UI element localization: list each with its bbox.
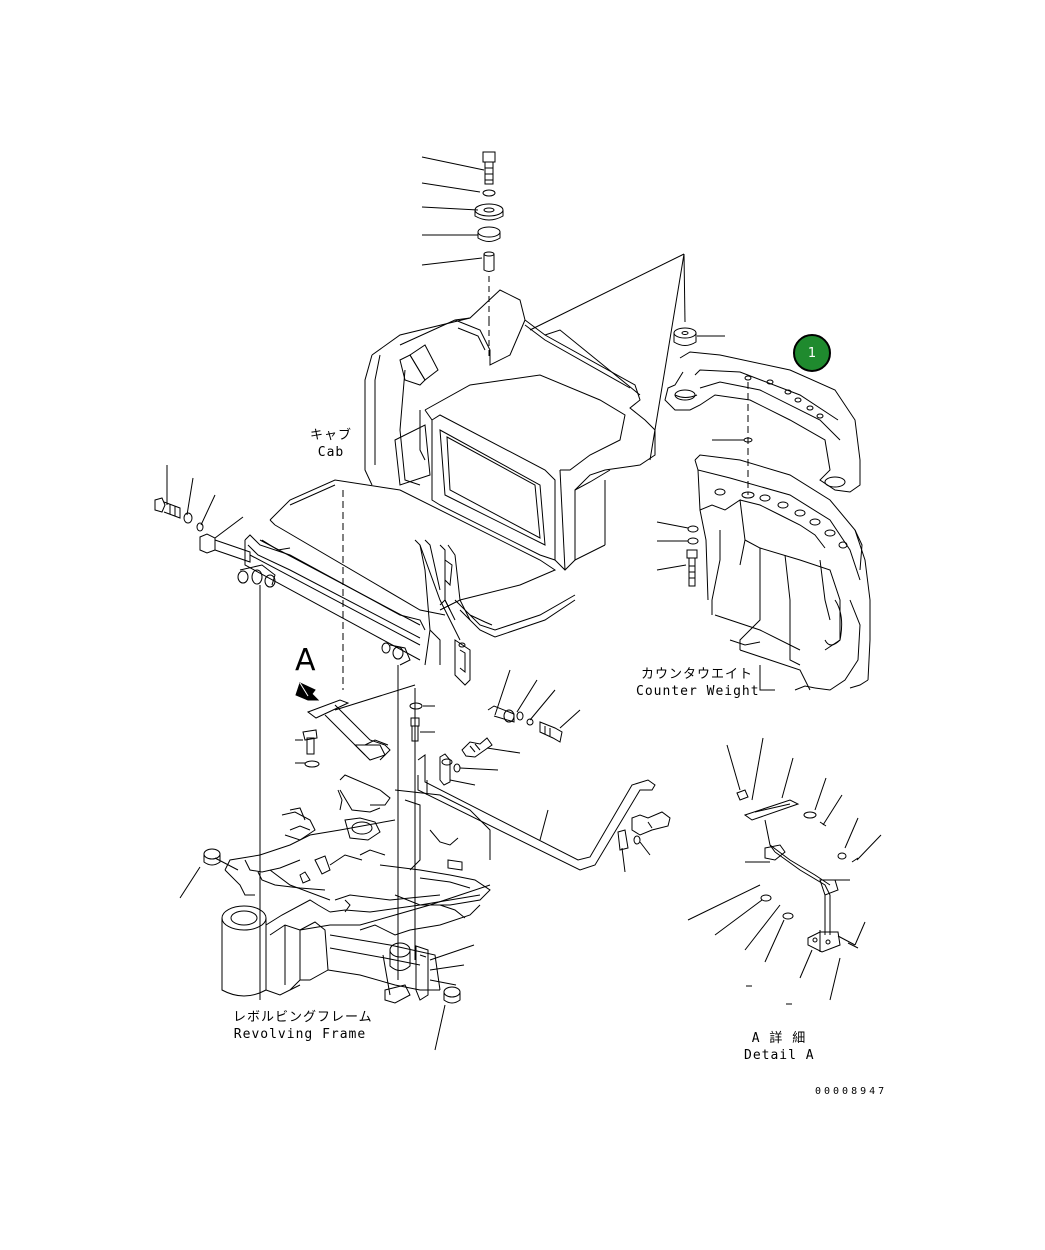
counterweight-bracket: [665, 328, 860, 492]
revolving-frame: [180, 775, 490, 1050]
drawing-number: 00008947: [815, 1086, 888, 1097]
detail-label-en: Detail A: [744, 1048, 815, 1063]
top-cushion: [478, 227, 500, 242]
counterweight-casting: [695, 455, 870, 690]
cab-body: [245, 290, 655, 685]
left-cab-hardware: [155, 465, 275, 587]
step-hinge-assembly: [295, 685, 435, 767]
counterweight-lower: [795, 680, 868, 690]
cab-label-en: Cab: [317, 445, 345, 460]
counterweight-label-jp: カウンタウエイト: [640, 667, 753, 682]
frame-label-jp: レボルビングフレーム: [233, 1010, 373, 1025]
top-washer: [483, 190, 495, 196]
counterweight-label-en: Counter Weight: [636, 684, 760, 699]
top-rubber-mount: [475, 204, 503, 220]
detail-label-jp: A 詳 細: [751, 1031, 807, 1046]
center-hinge-hardware: [260, 585, 415, 1000]
cab-label-jp: キャブ: [309, 428, 352, 443]
handrail: [418, 755, 655, 870]
part-callout-number: 1: [807, 345, 817, 361]
top-mount-leaders: [422, 157, 484, 265]
top-collar: [484, 252, 494, 272]
view-a-arrow: [296, 683, 318, 700]
frame-label-en: Revolving Frame: [233, 1027, 367, 1042]
cw-washer: [744, 438, 752, 442]
part-callout-1[interactable]: 1: [793, 334, 831, 372]
handrail-hardware: [440, 738, 670, 872]
top-bolt: [483, 152, 495, 184]
right-cab-hardware: [488, 670, 580, 742]
cw-top-leaders: [530, 254, 685, 460]
detail-a-assembly: [688, 738, 881, 1004]
cw-bolt-stack: [657, 522, 698, 586]
view-a-letter: A: [295, 643, 316, 678]
